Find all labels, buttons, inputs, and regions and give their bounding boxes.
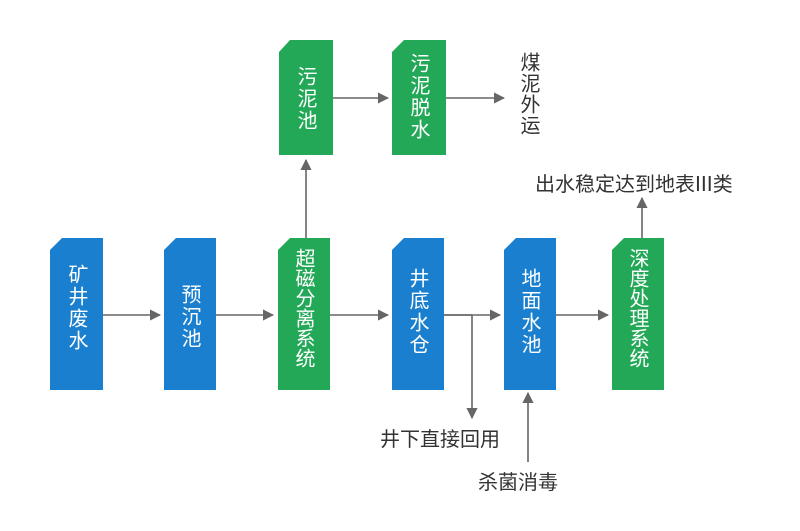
node-shape [278,238,330,390]
node-shape [279,40,333,155]
node-shaft-bottom-sump: 井底水仓 [392,238,444,390]
label-underground-reuse: 井下直接回用 [380,427,500,451]
node-shape [392,40,446,155]
node-label: 深度处理系统 [626,248,650,368]
node-label: 超磁分离系统 [292,248,316,368]
label-coal-slime: 煤泥外运 [517,52,541,136]
node-label: 地面水池 [518,268,542,356]
node-label: 井底水仓 [406,268,430,356]
label-disinfection: 杀菌消毒 [478,470,558,494]
node-surface-pool: 地面水池 [504,238,556,390]
connectors [103,92,648,462]
node-shape [50,238,103,390]
node-mine-water: 矿井废水 [50,238,103,390]
node-sludge-tank: 污泥池 [279,40,333,155]
node-shape [504,238,556,390]
node-label: 预沉池 [178,284,202,350]
node-magnetic-separation: 超磁分离系统 [278,238,330,390]
node-label: 矿井废水 [65,264,89,352]
node-presedimentation: 预沉池 [164,238,216,390]
label-discharge-standard: 出水稳定达到地表III类 [535,172,733,196]
node-shape [392,238,444,390]
node-label: 污泥池 [294,66,318,132]
node-shape [164,238,216,390]
node-shape [612,238,664,390]
node-label: 污泥脱水 [407,53,431,141]
node-sludge-dewatering: 污泥脱水 [392,40,446,155]
node-advanced-treatment: 深度处理系统 [612,238,664,390]
